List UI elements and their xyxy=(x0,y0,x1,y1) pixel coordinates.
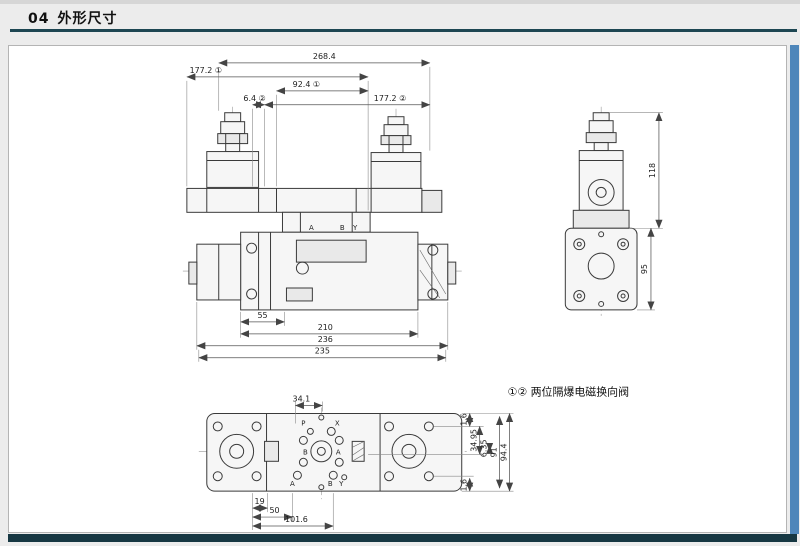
side-valve-body xyxy=(564,227,638,311)
bottom-view-drawing: P X B A A B Y 34.1 1.6 34.95 6.35 xyxy=(198,395,514,531)
dim-95-label: 95 xyxy=(640,264,649,274)
page-title: 04 外形尺寸 xyxy=(28,8,117,28)
bottom-port-a-center-label: A xyxy=(336,448,341,456)
dim-34-1-label: 34.1 xyxy=(293,395,311,404)
page-top-strip xyxy=(0,0,800,4)
side-view-drawing: 118 95 xyxy=(564,106,663,316)
dim-101-6-label: 101.6 xyxy=(285,515,308,524)
dim-210-label: 210 xyxy=(318,323,333,332)
dimension-drawing: A B Y xyxy=(182,52,663,531)
front-port-y-label: Y xyxy=(352,224,358,232)
right-cable-gland xyxy=(380,116,412,154)
bottom-port-x-label: X xyxy=(335,419,340,427)
bottom-top-dimension: 34.1 xyxy=(293,395,323,424)
main-valve-body xyxy=(188,231,457,311)
right-end-flange xyxy=(384,421,434,482)
dim-6-35-label: 6.35 xyxy=(480,439,489,457)
side-dimensions: 118 95 xyxy=(609,112,663,311)
dim-50-label: 50 xyxy=(269,506,279,515)
dim-91-label: 91 xyxy=(490,447,499,457)
dim-19-label: 19 xyxy=(255,497,265,506)
bottom-port-b-label: B xyxy=(328,480,333,488)
side-solenoid xyxy=(578,150,624,211)
right-accent-strip xyxy=(790,45,799,534)
dim-6-label: 6.4 ② xyxy=(243,94,265,103)
drawing-panel: A B Y xyxy=(8,45,787,533)
dim-1-6-bottom-label: 1.6 xyxy=(460,479,469,492)
dim-268-label: 268.4 xyxy=(313,52,336,61)
pilot-valve-body xyxy=(186,187,443,213)
dim-118-label: 118 xyxy=(648,163,657,178)
front-port-b-label: B xyxy=(340,224,345,232)
side-cable-gland xyxy=(585,112,617,152)
section-title: 外形尺寸 xyxy=(57,11,118,27)
dim-94-4-label: 94.4 xyxy=(500,443,509,461)
terminal-box xyxy=(421,189,443,213)
side-flange xyxy=(572,209,630,229)
front-port-a-label: A xyxy=(309,224,314,232)
front-view-drawing: A B Y xyxy=(182,52,462,362)
front-bottom-dimensions: 55 210 236 235 xyxy=(196,301,449,362)
dim-1-6-top-label: 1.6 xyxy=(460,413,469,426)
left-end-flange xyxy=(212,421,262,482)
left-cable-gland xyxy=(217,112,249,153)
right-solenoid xyxy=(370,152,422,189)
dim-92-label: 92.4 ① xyxy=(293,80,320,89)
bottom-outline xyxy=(206,412,463,492)
dim-34-95-label: 34.95 xyxy=(470,429,479,452)
footer-bar xyxy=(8,534,797,542)
dim-235-label: 235 xyxy=(315,347,330,356)
front-top-dimensions: 268.4 177.2 ① 92.4 ① 6.4 ② 177.2 ② xyxy=(186,52,431,211)
bottom-bottom-dimensions: 19 50 101.6 xyxy=(252,493,334,531)
dim-236-label: 236 xyxy=(318,335,333,344)
bottom-right-dimensions: 1.6 34.95 6.35 91 94.4 1.6 xyxy=(368,413,514,492)
bottom-port-y-label: Y xyxy=(338,480,344,488)
dim-55-label: 55 xyxy=(257,311,267,320)
bottom-port-b-center-label: B xyxy=(303,448,308,456)
footnote: ①② 两位隔爆电磁换向阀 xyxy=(508,385,630,399)
dim-177-1-label: 177.2 ① xyxy=(190,66,222,75)
bottom-port-a-label: A xyxy=(290,480,295,488)
connector-block xyxy=(351,440,365,462)
left-solenoid xyxy=(206,151,260,188)
nameplate xyxy=(285,287,313,302)
section-number: 04 xyxy=(28,11,50,27)
bottom-nameplate xyxy=(264,440,279,462)
bottom-port-p-label: P xyxy=(301,419,305,427)
header-rule xyxy=(10,29,797,32)
center-port-cluster xyxy=(264,414,365,491)
dim-177-2-label: 177.2 ② xyxy=(374,94,406,103)
